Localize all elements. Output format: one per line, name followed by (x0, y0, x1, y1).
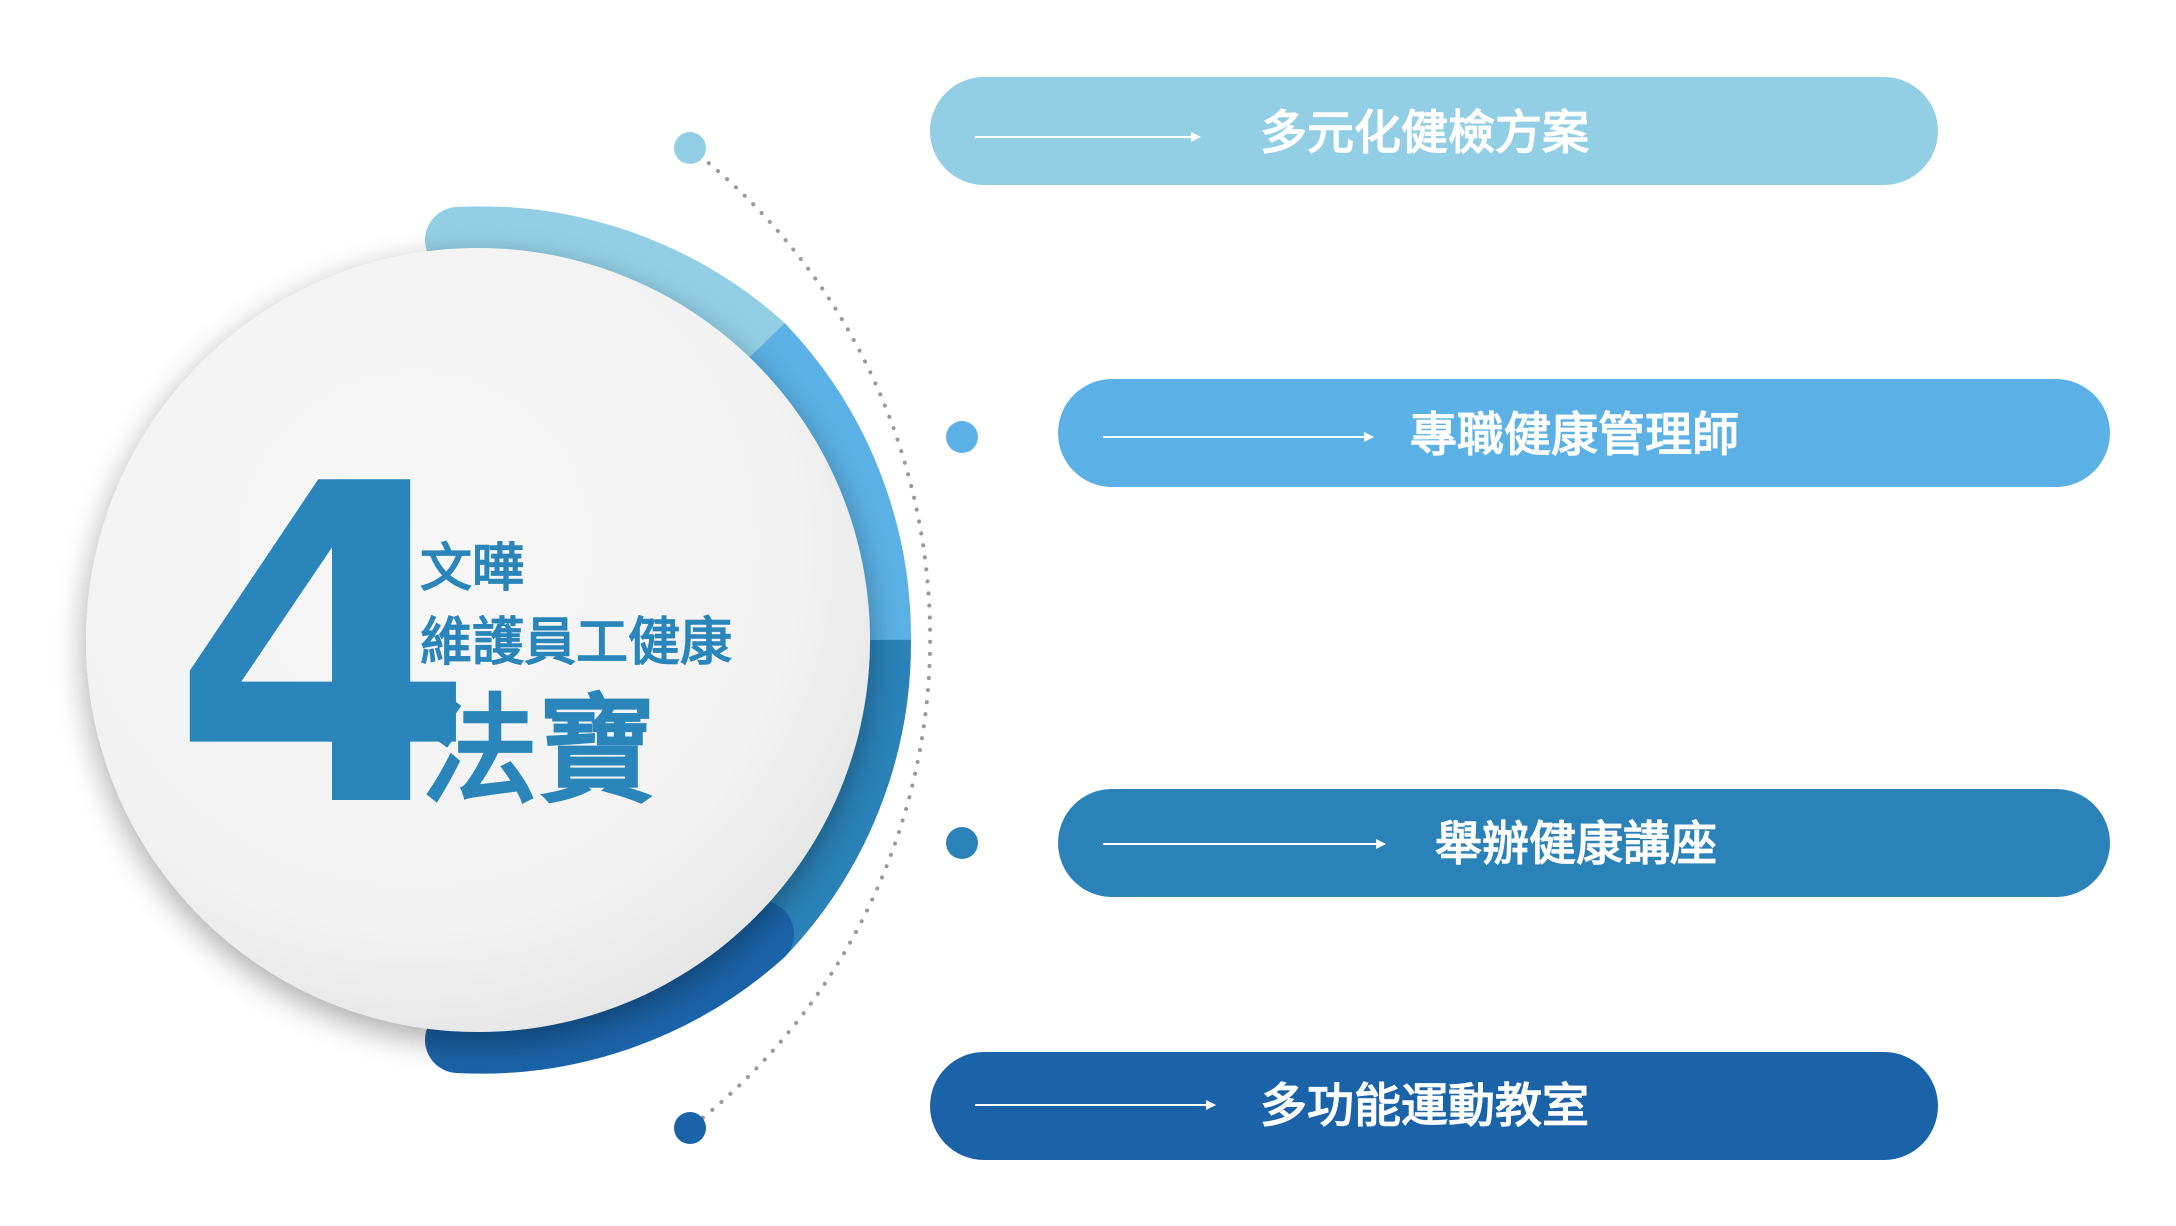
center-line-3: 法寶 (420, 682, 656, 820)
center-line-1: 文曄 (420, 539, 524, 599)
connector-dot-1 (674, 132, 706, 164)
method-item-2: 專職健康管理師 (1058, 379, 2110, 487)
method-label-3: 舉辦健康講座 (1435, 817, 1717, 872)
center-circle (86, 248, 870, 1032)
method-pill-3 (1058, 789, 2110, 897)
dotted-connector-arc (688, 146, 933, 1130)
connector-dot-3 (946, 827, 978, 859)
method-item-4: 多功能運動教室 (930, 1052, 1938, 1160)
method-label-2: 專職健康管理師 (1410, 408, 1739, 463)
segmented-ring (425, 206, 912, 1074)
center-line-2: 維護員工健康 (420, 613, 732, 673)
method-item-3: 舉辦健康講座 (1058, 789, 2110, 897)
connector-dot-4 (674, 1112, 706, 1144)
ring-segment-4 (425, 901, 794, 1074)
method-label-4: 多功能運動教室 (1260, 1079, 1589, 1134)
method-pill-2 (1058, 379, 2110, 487)
ring-segment-3 (736, 639, 912, 957)
ring-segment-1 (425, 206, 794, 379)
ring-segment-2 (736, 323, 912, 641)
method-item-1: 多元化健檢方案 (930, 77, 1938, 185)
method-label-1: 多元化健檢方案 (1260, 106, 1590, 161)
method-pill-4 (930, 1052, 1938, 1160)
center-number: 4 (170, 392, 476, 904)
connector-dot-2 (946, 421, 978, 453)
method-pill-1 (930, 77, 1938, 185)
